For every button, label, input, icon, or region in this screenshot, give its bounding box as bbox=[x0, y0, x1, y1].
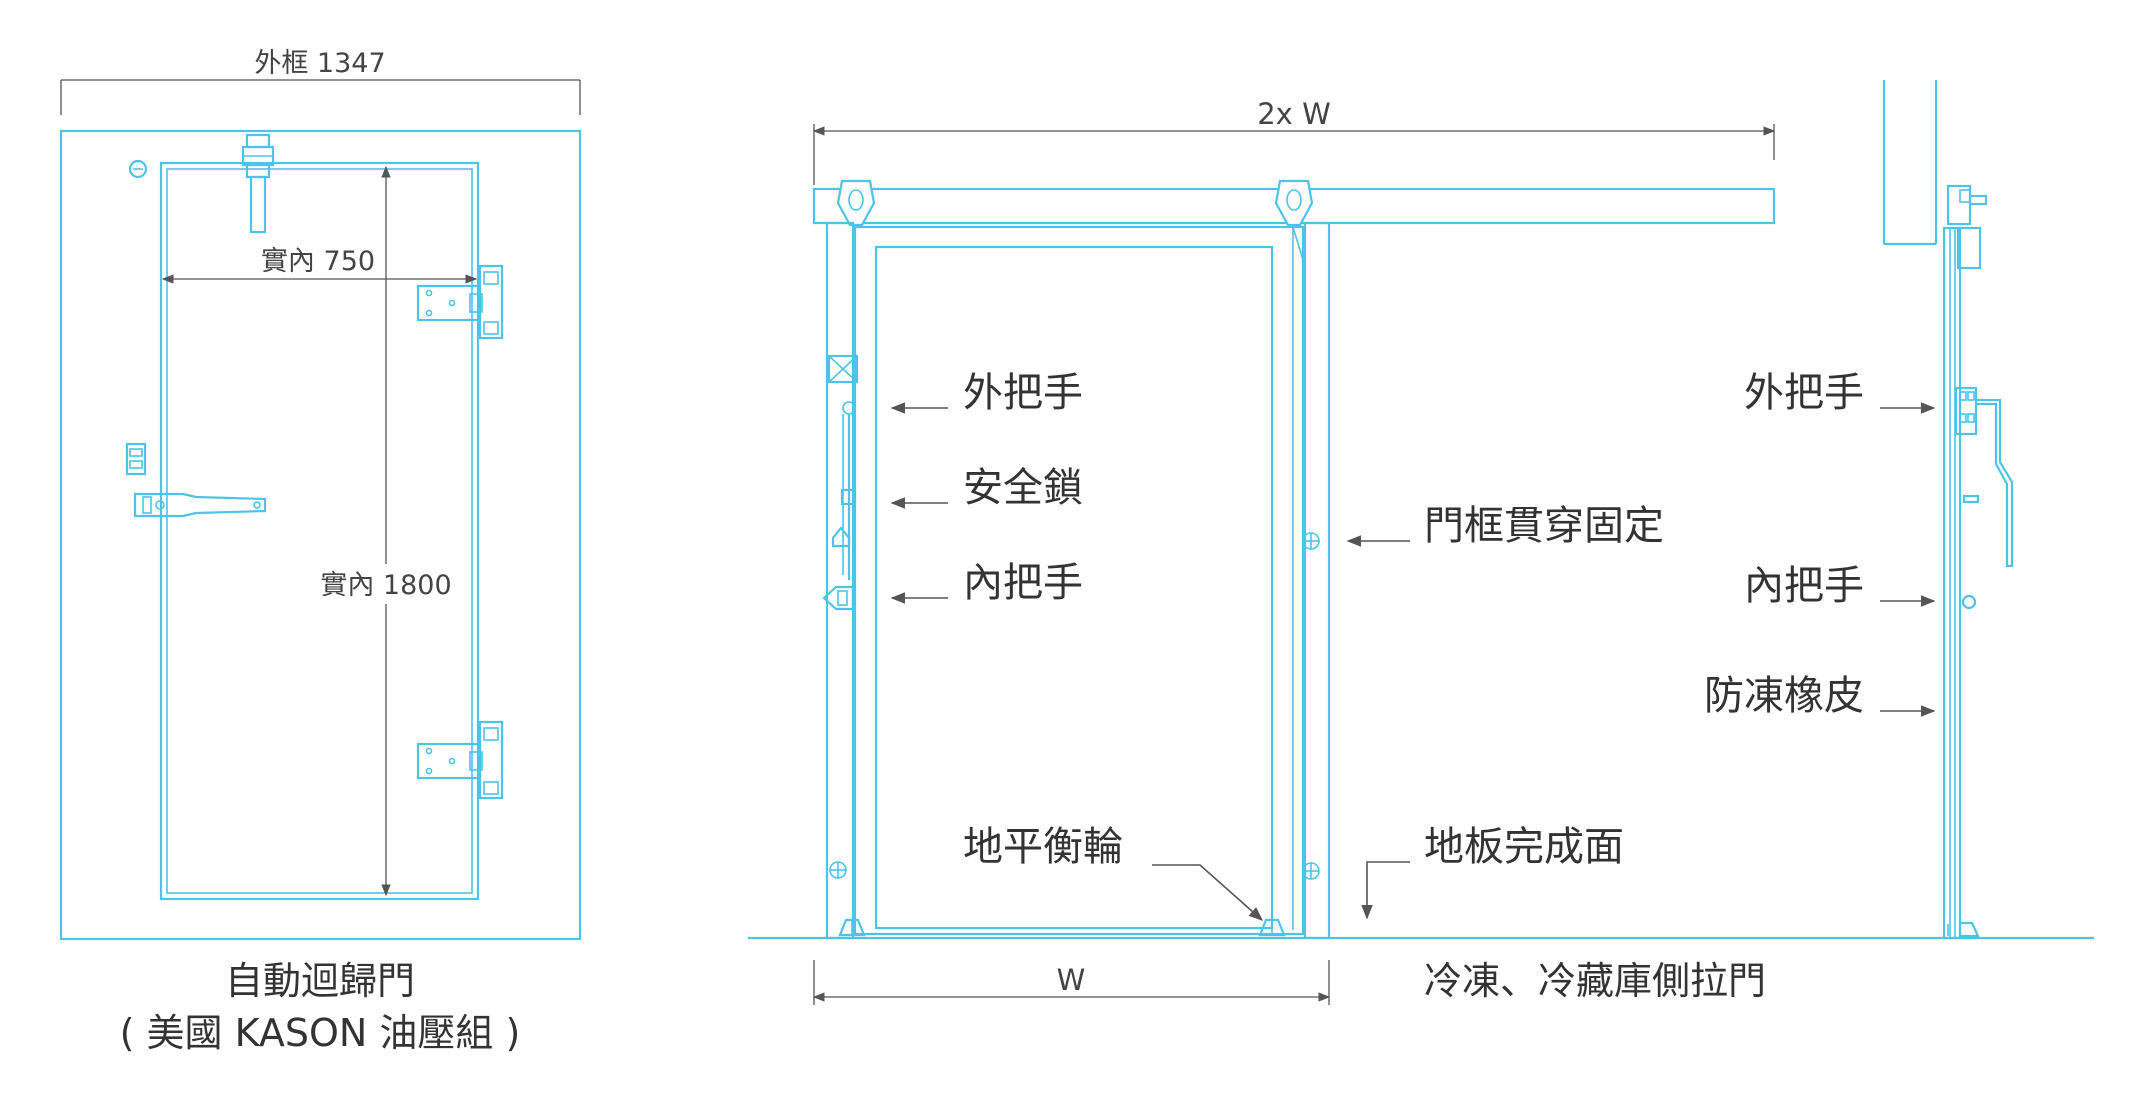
floor-finish-label: 地板完成面 bbox=[1424, 824, 1624, 870]
door-width-dimension-label: W bbox=[1057, 963, 1086, 997]
floor-wheel-label: 地平衡輪 bbox=[963, 824, 1123, 870]
inner-handle-callout: 內把手 bbox=[890, 560, 1083, 606]
inner-width-dimension-label: 實內 750 bbox=[261, 246, 375, 277]
door-panel-inner bbox=[874, 245, 1274, 930]
left-frame-post bbox=[825, 221, 855, 940]
door-closer-icon bbox=[241, 133, 275, 234]
inner-height-dimension: 實內 1800 bbox=[314, 165, 454, 897]
side-floor-wheel-icon bbox=[1947, 921, 1980, 938]
safety-lock-label: 安全鎖 bbox=[963, 465, 1083, 511]
floor-finish-callout: 地板完成面 bbox=[1361, 824, 1624, 920]
sliding-door-caption: 冷凍、冷藏庫側拉門 bbox=[1424, 959, 1766, 1003]
side-top-roller-icon bbox=[1946, 184, 1988, 270]
outer-frame-dimension: 外框 1347 bbox=[60, 48, 581, 115]
side-outer-handle-callout: 外把手 bbox=[1744, 370, 1936, 416]
outer-handle-label: 外把手 bbox=[963, 370, 1083, 416]
side-outer-handle-icon bbox=[1954, 386, 2014, 568]
outer-frame-dimension-label: 外框 1347 bbox=[254, 48, 385, 79]
safety-lock-callout: 安全鎖 bbox=[890, 465, 1083, 511]
inner-handle-label: 內把手 bbox=[963, 560, 1083, 606]
auto-return-door-subcaption: ( 美國 KASON 油壓組 ) bbox=[120, 1011, 521, 1055]
outer-handle-icon bbox=[827, 354, 859, 580]
side-outer-handle-label: 外把手 bbox=[1744, 370, 1864, 416]
inner-height-dimension-label: 實內 1800 bbox=[320, 570, 451, 601]
door-width-dimension: W bbox=[812, 960, 1331, 1005]
sliding-door: 2x W bbox=[748, 97, 2094, 1005]
top-bolt-icon bbox=[128, 159, 148, 179]
frame-bolt-left-low-icon bbox=[829, 861, 847, 879]
side-door-profile bbox=[1942, 226, 1962, 940]
side-inner-handle-callout: 內把手 bbox=[1744, 563, 1936, 609]
inner-handle-icon bbox=[822, 585, 855, 611]
right-roller-icon bbox=[1274, 179, 1314, 227]
left-roller-icon bbox=[836, 179, 876, 227]
frame-fix-callout: 門框貫穿固定 bbox=[1346, 503, 1664, 549]
floor-wheel-left-icon bbox=[838, 918, 866, 937]
door-panel bbox=[853, 225, 1305, 936]
track-length-dimension-label: 2x W bbox=[1257, 97, 1331, 131]
door-handle-icon bbox=[133, 492, 267, 518]
auto-return-door-caption: 自動迴歸門 bbox=[225, 959, 415, 1003]
safety-lock-icon bbox=[840, 488, 857, 506]
upper-hinge-icon bbox=[416, 264, 504, 340]
floor-wheel-right-icon bbox=[1258, 918, 1286, 937]
lock-tip-icon bbox=[831, 526, 851, 548]
side-gasket-label: 防凍橡皮 bbox=[1704, 673, 1864, 719]
track-length-dimension: 2x W bbox=[812, 97, 1776, 185]
latch-icon bbox=[125, 442, 147, 476]
floor-wheel-callout: 地平衡輪 bbox=[963, 824, 1264, 921]
auto-return-door: 外框 1347 實內 750 實內 1800 bbox=[59, 48, 582, 1055]
door-leaf bbox=[159, 161, 480, 901]
outer-frame bbox=[59, 129, 582, 941]
right-frame-post bbox=[1303, 221, 1331, 940]
side-gasket-callout: 防凍橡皮 bbox=[1704, 673, 1936, 719]
frame-bolt-right-mid-icon bbox=[1302, 532, 1320, 550]
side-view: 外把手 內把手 防凍橡皮 bbox=[1704, 80, 2014, 940]
frame-bolt-right-low-icon bbox=[1302, 862, 1320, 880]
inner-width-dimension: 實內 750 bbox=[161, 246, 478, 284]
side-inner-handle-label: 內把手 bbox=[1744, 563, 1864, 609]
side-inner-handle-icon bbox=[1961, 594, 1977, 610]
outer-handle-callout: 外把手 bbox=[890, 370, 1083, 416]
frame-fix-label: 門框貫穿固定 bbox=[1424, 503, 1664, 549]
side-slot-icon bbox=[1962, 494, 1980, 504]
lower-hinge-icon bbox=[416, 720, 504, 800]
